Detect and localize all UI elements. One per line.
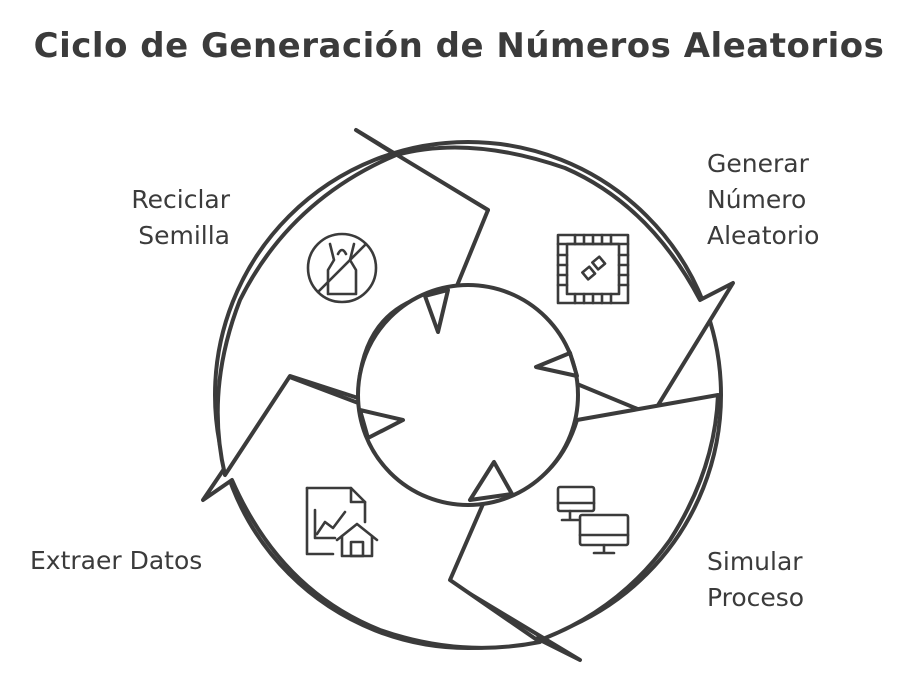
step-label-line: Aleatorio xyxy=(707,221,820,250)
step-label-line: Extraer Datos xyxy=(30,546,203,575)
diagram-title: Ciclo de Generación de Números Aleatorio… xyxy=(33,26,885,66)
no-plastic-bag-icon xyxy=(306,232,378,304)
inner-hub xyxy=(356,283,580,507)
step-label-extraer: Extraer Datos xyxy=(30,543,202,579)
notch-bottom xyxy=(468,460,514,502)
step-label-line: Generar xyxy=(707,149,809,178)
step-label-line: Semilla xyxy=(138,221,230,250)
notch-left xyxy=(358,408,405,440)
step-label-line: Simular xyxy=(707,547,803,576)
arrow-segment-reciclar xyxy=(215,128,490,477)
step-label-simular: Simular Proceso xyxy=(707,544,804,616)
step-label-reciclar: Reciclar Semilla xyxy=(100,182,230,254)
computer-monitors-icon xyxy=(556,485,630,555)
step-label-line: Proceso xyxy=(707,583,805,612)
board-game-icon xyxy=(556,233,630,305)
notch-top xyxy=(423,288,450,334)
step-label-generar: Generar Número Aleatorio xyxy=(707,146,819,254)
notch-right xyxy=(534,351,579,378)
data-report-house-icon xyxy=(305,486,379,558)
step-label-line: Número xyxy=(707,185,807,214)
step-label-line: Reciclar xyxy=(131,185,230,214)
